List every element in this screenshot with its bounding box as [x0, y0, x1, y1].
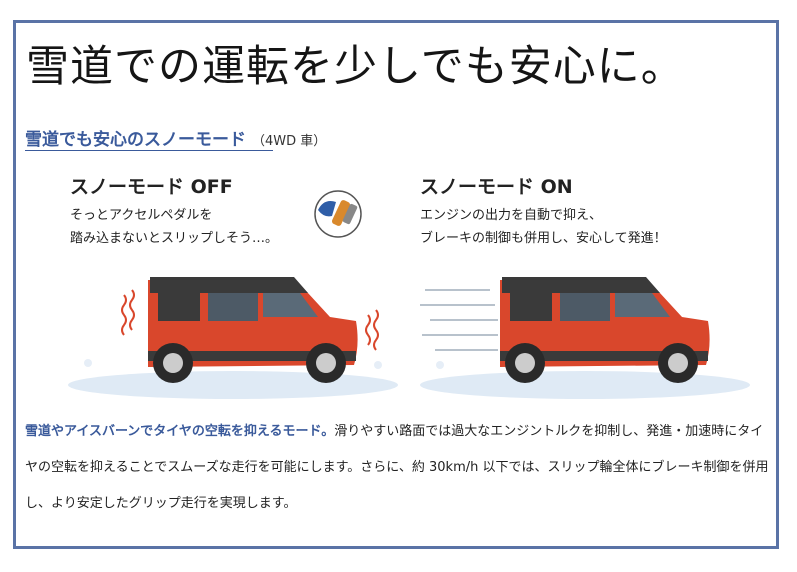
off-desc-line-1: そっとアクセルペダルを: [70, 208, 213, 223]
page-headline: 雪道での運転を少しでも安心に。: [26, 42, 685, 92]
speed-lines-icon: [420, 289, 498, 351]
snow-ground: [68, 371, 398, 399]
snow-ground: [420, 371, 750, 399]
subtitle-note: （4WD 車）: [252, 134, 327, 149]
wavy-lines-icon: [121, 289, 379, 351]
on-desc-line-2: ブレーキの制御も併用し、安心して発進！: [420, 231, 667, 246]
snow-mode-on-title: スノーモード ON: [420, 176, 573, 198]
subtitle-underline: [25, 150, 273, 151]
snow-mode-on-description: エンジンの出力を自動で抑え、 ブレーキの制御も併用し、安心して発進！: [420, 204, 667, 250]
on-desc-line-1: エンジンの出力を自動で抑え、: [420, 208, 603, 223]
car-off: [148, 277, 358, 383]
description-paragraph: 雪道やアイスバーンでタイヤの空転を抑えるモード。滑りやすい路面では過大なエンジン…: [25, 414, 775, 522]
subtitle-text: 雪道でも安心のスノーモード: [25, 130, 246, 150]
off-desc-line-2: 踏み込まないとスリップしそう…。: [70, 231, 279, 246]
description-body: 滑りやすい路面では過大なエンジントルクを抑制し、発進・加速時にタイヤの空転を抑え…: [25, 424, 769, 511]
foot-pedal-icon: [314, 190, 362, 238]
car-illustration-off: [68, 277, 398, 399]
car-illustration-on: [420, 277, 750, 399]
car-on: [500, 277, 710, 383]
section-subtitle: 雪道でも安心のスノーモード （4WD 車）: [25, 125, 326, 150]
snow-mode-off-title: スノーモード OFF: [70, 176, 233, 198]
description-lead: 雪道やアイスバーンでタイヤの空転を抑えるモード。: [25, 424, 335, 439]
snow-mode-off-description: そっとアクセルペダルを 踏み込まないとスリップしそう…。: [70, 204, 278, 250]
